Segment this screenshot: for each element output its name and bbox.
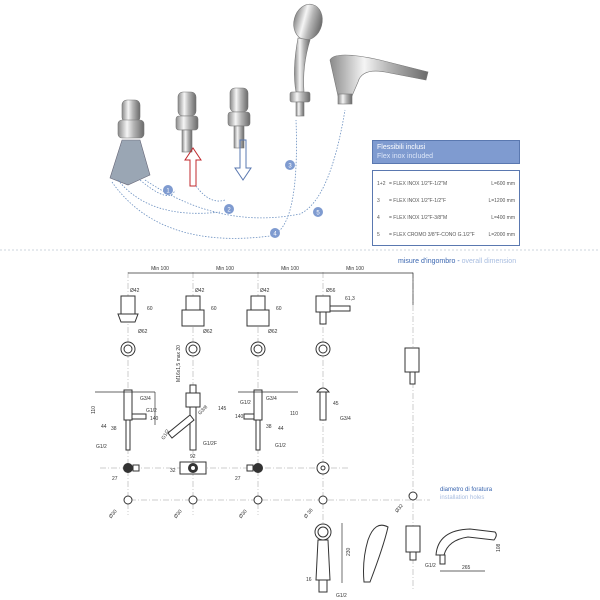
legend-row: 4 = FLEX INOX 1/2"F-3/8"M L=400 mm — [377, 209, 515, 226]
dim-min-100: Min 100 — [281, 266, 299, 272]
row-length: L=2000 mm — [488, 231, 515, 238]
row-length: L=400 mm — [491, 214, 515, 221]
dimension-label: G3/4 — [140, 396, 151, 402]
dimension-label: 45 — [333, 401, 339, 407]
holes-en: installation holes — [440, 495, 485, 501]
dimension-label: Ø62 — [203, 329, 213, 335]
legend-subtitle: Flex inox included — [377, 153, 434, 160]
dimension-label: 16 — [306, 577, 312, 583]
dimension-label: 44 — [278, 426, 284, 432]
dimension-label: 265 — [462, 565, 471, 571]
dimension-label: G1/2 — [275, 443, 286, 449]
blue-arrow-icon — [234, 139, 252, 181]
dimension-label: 140 — [235, 414, 244, 420]
dimension-label: Ø30 — [238, 508, 249, 519]
callout-2: 2 — [227, 208, 231, 214]
dimension-label: Ø62 — [268, 329, 278, 335]
row-num: 4 — [377, 214, 380, 221]
dimension-label: G1/2 — [336, 593, 347, 599]
dimension-label: G1/2 — [96, 444, 107, 450]
valve-photo-cold — [227, 87, 251, 149]
callout-3: 3 — [288, 164, 292, 170]
dimension-label: G3/4 — [266, 396, 277, 402]
dimension-label: G3/4 — [340, 416, 351, 422]
plan-views: 27 92 32 27 — [112, 454, 330, 482]
flex-legend: 1+2= FLEX INOX 1/2"F-1/2"M L=600 mm 3 = FL… — [372, 170, 520, 246]
row-num: 3 — [377, 197, 380, 204]
row-num: 5 — [377, 231, 380, 238]
mixer-valve-photo — [109, 99, 151, 186]
row-length: L=600 mm — [491, 180, 515, 187]
legend-title: Flessibili inclusi — [377, 144, 426, 151]
dim-min-100: Min 100 — [151, 266, 169, 272]
dimension-label: Ø62 — [138, 329, 148, 335]
dimension-label: 60 — [147, 306, 153, 312]
section-header: misure d'ingombro - overall dimension — [398, 258, 516, 265]
dimension-label: 108 — [496, 543, 502, 552]
flange-rings — [120, 341, 420, 385]
dimension-label: 110 — [91, 406, 97, 414]
dimension-label: Ø30 — [173, 508, 184, 519]
row-desc: = FLEX CROMO 3/8"F-CONO G.1/2"F — [389, 231, 475, 238]
holes-it: diametro di foratura — [440, 487, 493, 493]
dimension-label: M16x1,5 max 20 — [176, 345, 182, 382]
row-desc: = FLEX INOX 1/2"F-1/2"M — [389, 180, 448, 187]
row-desc: = FLEX INOX 1/2"F-1/2"F — [389, 197, 447, 204]
dimension-label: G1/2 — [146, 408, 157, 414]
dimension-label: 230 — [346, 547, 352, 556]
dimension-label: Ø32 — [394, 503, 405, 514]
row-length: L=1200 mm — [488, 197, 515, 204]
row-desc: = FLEX INOX 1/2"F-3/8"M — [389, 214, 448, 221]
dim-min-100: Min 100 — [346, 266, 364, 272]
dimension-label: G1/2 — [161, 428, 172, 441]
dimension-label: G1/2F — [203, 441, 217, 447]
dimension-label: Ø42 — [260, 288, 270, 294]
legend-header: Flessibili inclusi Flex inox included — [372, 140, 520, 164]
spout-photo — [329, 54, 429, 105]
valve-photo-hot — [175, 91, 199, 153]
legend-row: 5 = FLEX CROMO 3/8"F-CONO G.1/2"F L=2000 m… — [377, 226, 515, 243]
dimension-label: Ø42 — [130, 288, 140, 294]
dimension-label: 27 — [112, 476, 118, 482]
dimension-label: 110 — [290, 411, 298, 417]
dimension-label: 92 — [190, 454, 196, 460]
legend-row: 3 = FLEX INOX 1/2"F-1/2"F L=1200 mm — [377, 192, 515, 209]
dimension-label: Ø 36 — [303, 507, 315, 519]
dimension-label: 61,3 — [345, 296, 355, 302]
header-en: overall dimension — [461, 258, 517, 265]
dimension-label: 60 — [276, 306, 282, 312]
dimension-label: G1/2 — [240, 400, 251, 406]
spout-drawing: G1/2 265 108 — [405, 525, 502, 572]
row-num: 1+2 — [377, 180, 386, 187]
hole-diameters: Ø30 Ø30 Ø30 Ø 36 Ø32 — [108, 491, 418, 520]
dimension-label: 145 — [218, 406, 227, 412]
valve-sections: 110 G3/4 G1/2 140 44 38 G1/2 M16x1,5 max… — [91, 345, 351, 451]
holes-label: diametro di foratura installation holes — [440, 486, 492, 502]
dimension-label: G1/2 — [425, 563, 436, 569]
callout-5: 5 — [316, 211, 320, 217]
flex-hoses — [111, 109, 346, 239]
hand-shower-photo — [289, 3, 323, 117]
dimension-label: 32 — [170, 468, 176, 474]
dimension-label: Ø42 — [195, 288, 205, 294]
dimension-label: 60 — [211, 306, 217, 312]
dimension-label: 38 — [111, 426, 117, 432]
red-arrow-icon — [184, 147, 202, 187]
callout-markers: 1 2 3 4 5 — [163, 160, 323, 238]
dimension-label: 38 — [266, 424, 272, 430]
header-it: misure d'ingombro — [398, 258, 456, 265]
callout-4: 4 — [273, 232, 277, 238]
min-spacing-dims: Min 100 Min 100 Min 100 Min 100 — [128, 266, 414, 305]
dimension-label: Ø56 — [326, 288, 336, 294]
dimension-label: 140 — [150, 416, 159, 422]
dimension-label: Ø30 — [108, 508, 119, 519]
legend-row: 1+2= FLEX INOX 1/2"F-1/2"M L=600 mm — [377, 175, 515, 192]
dimension-label: 44 — [101, 424, 107, 430]
hand-shower-drawing: 230 16 G1/2 — [306, 523, 389, 599]
callout-1: 1 — [166, 189, 170, 195]
header-sep: - — [455, 258, 462, 265]
dimension-label: 27 — [235, 476, 241, 482]
dim-min-100: Min 100 — [216, 266, 234, 272]
